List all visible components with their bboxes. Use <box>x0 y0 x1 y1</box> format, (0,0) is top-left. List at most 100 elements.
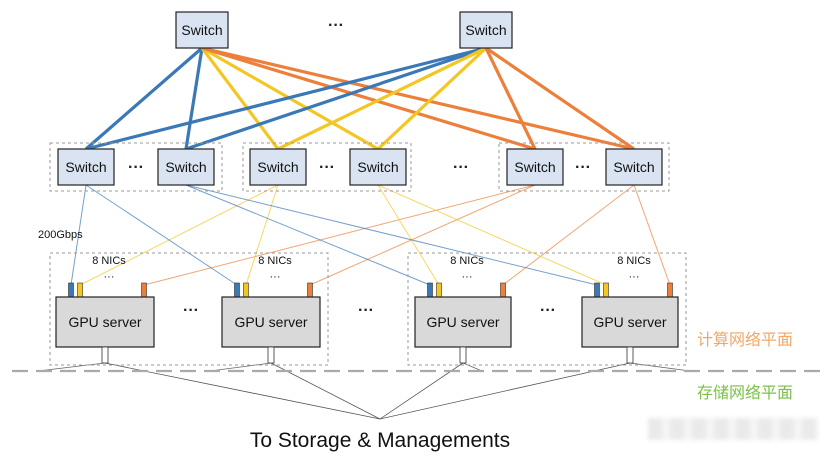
leaf-switch: Switch <box>157 148 215 186</box>
server-label: GPU server <box>593 314 666 330</box>
nic-port <box>603 282 609 298</box>
nic-port <box>594 282 600 298</box>
nic-port <box>667 282 673 298</box>
compute-plane-label: 计算网络平面 <box>697 330 793 349</box>
spine-leaf-link <box>85 46 487 151</box>
nic-count-label: 8 NICs <box>258 255 292 267</box>
dashed-groups <box>12 142 820 373</box>
switch-label: Switch <box>181 22 222 38</box>
nic-count-label: 8 NICs <box>92 255 126 267</box>
switch-box <box>459 11 513 49</box>
storage-port <box>267 346 275 364</box>
nic-ellipsis: ··· <box>629 271 640 283</box>
switch-label: Switch <box>514 159 555 175</box>
dashed-group-box <box>49 252 329 366</box>
switch-box <box>605 148 663 186</box>
ellipsis: ··· <box>319 159 335 176</box>
storage-link <box>462 362 483 372</box>
nic-link <box>502 184 635 286</box>
dashed-group-box <box>407 252 687 366</box>
nic-port <box>307 282 313 298</box>
spine-leaf-link <box>376 46 488 151</box>
switch-box <box>249 148 307 186</box>
storage-links <box>37 362 691 420</box>
gpu-server: GPU server 8 NICs ··· <box>55 255 155 364</box>
nic-link <box>633 184 671 286</box>
spine-leaf-link <box>484 47 537 150</box>
server-label: GPU server <box>426 314 499 330</box>
storage-link <box>104 362 381 420</box>
gpu-server: GPU server 8 NICs ··· <box>221 255 321 364</box>
ellipsis: ··· <box>128 159 144 176</box>
nic-link <box>85 184 238 286</box>
spine-leaf-link <box>84 46 204 151</box>
nic-ellipsis: ··· <box>270 271 281 283</box>
spine-leaf-link <box>201 46 635 151</box>
storage-port <box>626 346 634 364</box>
spine-leaf-link <box>184 47 204 150</box>
footer-caption: To Storage & Managements <box>250 429 510 452</box>
server-label: GPU server <box>234 314 307 330</box>
leaf-switch: Switch <box>506 148 564 186</box>
nic-link <box>143 184 536 286</box>
storage-link <box>629 362 691 372</box>
storage-port <box>459 346 467 364</box>
server-box <box>414 296 512 348</box>
ellipsis: ··· <box>183 302 199 319</box>
nic-link <box>377 184 440 286</box>
switch-box <box>175 11 229 49</box>
switch-label: Switch <box>65 159 106 175</box>
nic-link <box>185 184 598 286</box>
nic-port <box>500 282 506 298</box>
nic-ellipsis: ··· <box>104 271 115 283</box>
server-label: GPU server <box>68 314 141 330</box>
ellipsis: ··· <box>358 302 374 319</box>
nic-links <box>70 184 671 286</box>
nic-port <box>68 282 74 298</box>
leaf-switch: Switch <box>605 148 663 186</box>
spine-leaf-link <box>201 46 536 151</box>
switch-box <box>349 148 407 186</box>
spine-switch: Switch <box>459 11 513 49</box>
switch-box <box>506 148 564 186</box>
storage-link <box>379 362 464 420</box>
server-box <box>221 296 321 348</box>
dashed-group-box <box>49 142 223 192</box>
server-box <box>581 296 679 348</box>
storage-port <box>101 346 109 364</box>
storage-link <box>379 362 631 420</box>
nic-port <box>427 282 433 298</box>
switch-box <box>157 148 215 186</box>
switch-label: Switch <box>257 159 298 175</box>
switch-label: Switch <box>465 22 506 38</box>
nic-link <box>377 184 607 286</box>
nic-port <box>141 282 147 298</box>
storage-link <box>209 362 272 372</box>
nic-link <box>245 184 279 286</box>
spine-leaf-link <box>200 47 280 150</box>
ellipsis: ··· <box>575 159 591 176</box>
switch-label: Switch <box>357 159 398 175</box>
spine-leaf-link <box>277 46 487 151</box>
nic-port <box>436 282 442 298</box>
nic-port <box>234 282 240 298</box>
spine-leaf-link <box>185 46 487 151</box>
spine-switch: Switch <box>175 11 229 49</box>
nic-port <box>243 282 249 298</box>
switch-box <box>57 148 115 186</box>
ellipsis: ··· <box>328 17 344 34</box>
storage-link <box>270 362 381 420</box>
nic-count-label: 8 NICs <box>450 255 484 267</box>
nic-link <box>185 184 431 286</box>
blurred-watermark <box>648 418 818 440</box>
storage-link <box>37 362 106 372</box>
ellipsis: ··· <box>453 159 469 176</box>
spine-leaf-links <box>84 46 635 151</box>
nic-port <box>77 282 83 298</box>
dashed-group-box <box>498 142 670 192</box>
switch-label: Switch <box>613 159 654 175</box>
leaf-switch: Switch <box>249 148 307 186</box>
